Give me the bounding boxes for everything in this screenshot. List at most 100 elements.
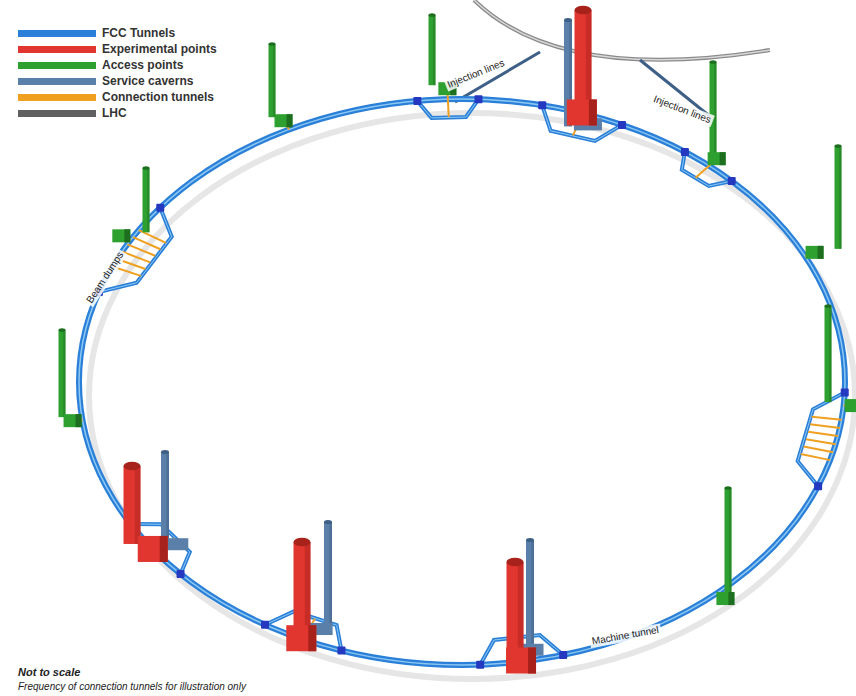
tunnel-label: Injection lines [444,56,508,91]
connection-tunnel [808,432,838,436]
access-shaft-top [710,60,717,64]
legend-text: FCC Tunnels [102,26,175,40]
access-shaft-shade [63,330,65,417]
bypass-tunnel [682,152,732,186]
connection-tunnel [801,454,830,460]
access-shaft-shade [714,62,716,155]
bypass-tunnel-highlight [682,152,732,186]
bypass-tunnel [417,99,478,118]
access-shaft-top [269,42,276,46]
tunnel-junction [413,97,421,105]
service-cavern-shaft [526,540,534,652]
access-shaft-top [835,144,842,148]
access-cavern [806,246,824,259]
tunnel-junction [559,651,567,659]
legend-swatch [18,94,96,101]
tunnel-junction [337,647,345,655]
experiment-shaft-top [294,538,311,547]
access-cavern [64,414,82,427]
service-cavern-shaft-shade [531,540,534,652]
legend-swatch [18,78,96,85]
experiment-shaft-top [507,558,524,567]
experimental-cavern [506,648,536,674]
access-shaft-top [825,304,832,308]
access-shaft [835,146,842,249]
tunnel-junction [814,482,822,490]
machine-tunnel-highlight [79,99,845,665]
experimental-cavern [138,536,168,562]
service-cavern-shaft [324,522,332,631]
connection-tunnel [696,166,710,178]
service-cavern-shaft [161,452,169,546]
access-shaft [429,15,436,85]
tunnel-junction [476,661,484,669]
connection-tunnel [812,417,842,420]
access-cavern-shade [720,152,726,165]
legend-text: Service caverns [102,74,193,88]
access-shaft-shade [147,168,149,232]
experimental-cavern [286,625,316,651]
experiment-shaft [294,542,311,633]
access-cavern-shade [818,246,824,259]
experimental-cavern [567,99,597,125]
legend-text: Connection tunnels [102,90,214,104]
access-shaft-shade [829,306,831,402]
experiment-shaft-shade [586,10,592,107]
experiment-shaft-shade [135,466,141,544]
legend-swatch [18,30,96,37]
access-shaft-shade [839,146,841,249]
service-cavern-shaft-top [526,538,534,542]
access-cavern [275,114,293,127]
bypass-tunnel-highlight [798,392,845,486]
tunnel-junction [261,621,269,629]
legend-text: Access points [102,58,183,72]
tunnel-junction [474,95,482,103]
legend-text: Experimental points [102,42,217,56]
legend-swatch [18,62,96,69]
lhc-ring [474,0,770,60]
access-shaft-top [725,486,732,490]
note: Not to scale [18,666,80,678]
legend-swatch [18,46,96,53]
bypass-tunnel-highlight [417,99,478,118]
access-shaft-shade [433,15,435,85]
tunnel-junction [681,148,689,156]
experiment-shaft-shade [305,542,311,633]
legend-text: LHC [102,106,127,120]
experiment-shaft [575,10,592,107]
access-shaft-shade [273,44,275,117]
tunnel-junction [156,204,164,212]
access-cavern-shade [76,414,82,427]
tunnel-junction [177,570,185,578]
connection-tunnel [447,99,450,117]
access-shaft [269,44,276,117]
experiment-shaft [124,466,141,544]
connection-tunnel [806,439,836,444]
experimental-cavern-shade [528,648,536,674]
note: Frequency of connection tunnels for illu… [18,681,246,692]
service-cavern-shaft-shade [329,522,332,631]
access-shaft [143,168,150,232]
access-cavern [716,592,734,605]
access-shaft-top [429,13,436,17]
access-cavern-shade [728,592,734,605]
access-shaft-shade [729,488,731,595]
access-cavern [845,399,856,412]
connection-tunnel [810,424,840,428]
access-cavern-shade [287,114,293,127]
access-shaft [710,62,717,155]
connection-tunnel [804,447,833,453]
experimental-cavern-shade [160,536,168,562]
bypass-tunnel [798,392,845,486]
access-shaft-top [143,166,150,170]
legend-swatch [18,110,96,117]
lhc-ring-highlight [474,0,770,60]
access-cavern [112,229,130,242]
service-cavern-shaft-top [324,520,332,524]
access-shaft [59,330,66,417]
service-cavern-shaft-shade [166,452,169,546]
service-cavern-shaft-top [564,18,572,22]
machine-tunnel [79,99,845,665]
tunnel-label: Injection lines [650,92,715,126]
access-shaft [825,306,832,402]
